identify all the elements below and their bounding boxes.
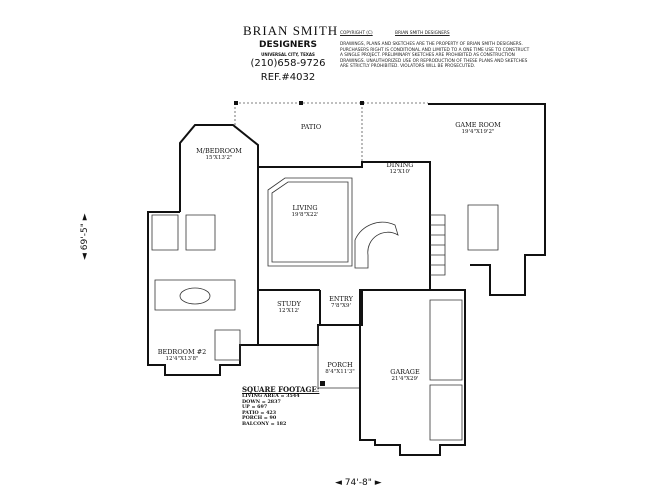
game-room-walls (428, 103, 546, 296)
master-bedroom-walls (179, 124, 259, 212)
patio-outline (234, 101, 428, 168)
sqft-row: PATIO = 423 (242, 409, 277, 416)
copyright-label: COPYRIGHT (C) (340, 31, 373, 36)
designer-phone: (210)658-9726 (250, 58, 326, 69)
sqft-row: UP = 697 (242, 404, 268, 411)
copyright-owner: BRIAN SMITH DESIGNERS (395, 31, 450, 36)
copyright-notice: DRAWINGS, PLANS AND SKETCHES ARE THE PRO… (340, 42, 530, 70)
width-value: 74'-8" (344, 478, 372, 488)
garage-bays (429, 299, 463, 441)
sqft-row: LIVING AREA = 3544 (242, 393, 300, 399)
square-footage-table: SQUARE FOOTAGE: LIVING AREA = 3544 DOWN … (242, 385, 319, 428)
garage-walls (359, 289, 466, 456)
bath-2 (214, 329, 241, 361)
plan-reference: REF.#4032 (260, 72, 316, 83)
left-wing-walls (147, 211, 259, 376)
porch-outline (317, 325, 360, 389)
depth-value: 69'-5" (80, 223, 90, 251)
sqft-row: PORCH = 90 (242, 415, 277, 422)
kitchen-bar (354, 221, 399, 269)
sqft-row: DOWN = 2837 (242, 398, 281, 405)
stairs (430, 214, 446, 276)
square-footage-title: SQUARE FOOTAGE: (242, 385, 320, 394)
living-walls (257, 161, 431, 291)
bathtub (179, 287, 211, 305)
sqft-row: BALCONY = 182 (242, 420, 287, 427)
room-label-patio: PATIO (300, 123, 322, 131)
master-bath-fixtures (151, 214, 236, 311)
game-room-bath (467, 204, 499, 251)
living-tray-ceiling (267, 177, 353, 267)
designer-subtitle: DESIGNERS (259, 40, 317, 50)
designer-location: UNIVERSAL CITY, TEXAS (261, 52, 315, 57)
depth-dimension: ◄ 69'-5" ► (80, 213, 90, 260)
designer-name: BRIAN SMITH (243, 23, 339, 38)
width-dimension: ◄ 74'-8" ► (335, 478, 382, 488)
